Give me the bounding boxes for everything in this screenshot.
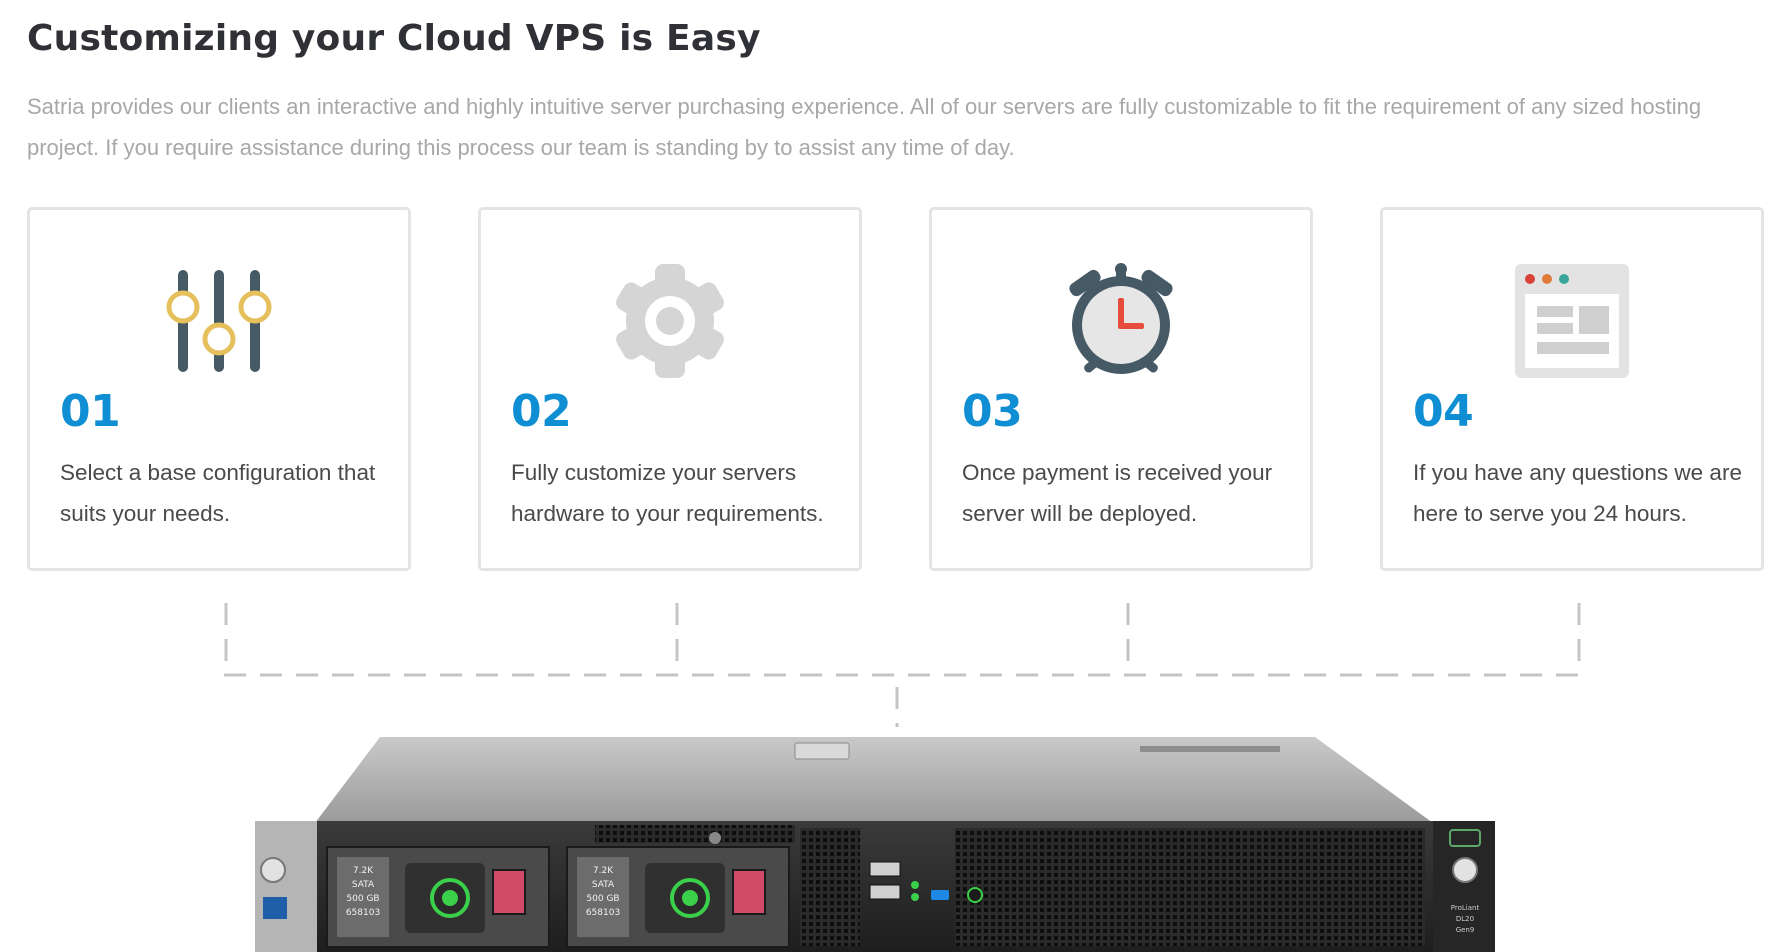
step-description: If you have any questions we are here to… — [1413, 460, 1742, 526]
dashed-connector-lines — [224, 603, 1582, 727]
gear-icon — [611, 262, 729, 380]
step-description: Select a base configuration that suits y… — [60, 460, 376, 526]
step-number: 02 — [511, 386, 572, 437]
intro-paragraph: Satria provides our clients an interacti… — [27, 94, 1702, 160]
rack-server-image: 7.2K SATA 500 GB 658103 7.2K SATA 500 GB… — [255, 737, 1495, 952]
bay-2-label-capacity: 500 GB — [586, 894, 619, 904]
sliders-icon — [160, 262, 278, 380]
step-card-3: 03 Once payment is received your server … — [929, 207, 1313, 571]
step-card-1: 01 Select a base configuration that suit… — [27, 207, 411, 571]
bay-2-label-type: SATA — [592, 880, 615, 890]
step-number: 03 — [962, 386, 1023, 437]
bay-2-label-part: 658103 — [586, 908, 620, 918]
steps-row: 01 Select a base configuration that suit… — [27, 207, 1765, 577]
bay-1-label-capacity: 500 GB — [346, 894, 379, 904]
step-card-2: 02 Fully customize your servers hardware… — [478, 207, 862, 571]
alarm-clock-icon — [1062, 262, 1180, 380]
server-model-line-2: DL20 — [1456, 915, 1474, 923]
step-description: Fully customize your servers hardware to… — [511, 460, 824, 526]
bay-1-label-part: 658103 — [346, 908, 380, 918]
bay-2-label-speed: 7.2K — [593, 866, 614, 876]
step-card-4: 04 If you have any questions we are here… — [1380, 207, 1764, 571]
step-description: Once payment is received your server wil… — [962, 460, 1273, 526]
page-heading: Customizing your Cloud VPS is Easy — [27, 18, 761, 59]
browser-window-icon — [1513, 262, 1631, 380]
server-model-line-1: ProLiant — [1451, 904, 1480, 912]
server-model-line-3: Gen9 — [1456, 926, 1475, 934]
bay-1-label-speed: 7.2K — [353, 866, 374, 876]
step-number: 04 — [1413, 386, 1474, 437]
bay-1-label-type: SATA — [352, 880, 375, 890]
step-number: 01 — [60, 386, 121, 437]
